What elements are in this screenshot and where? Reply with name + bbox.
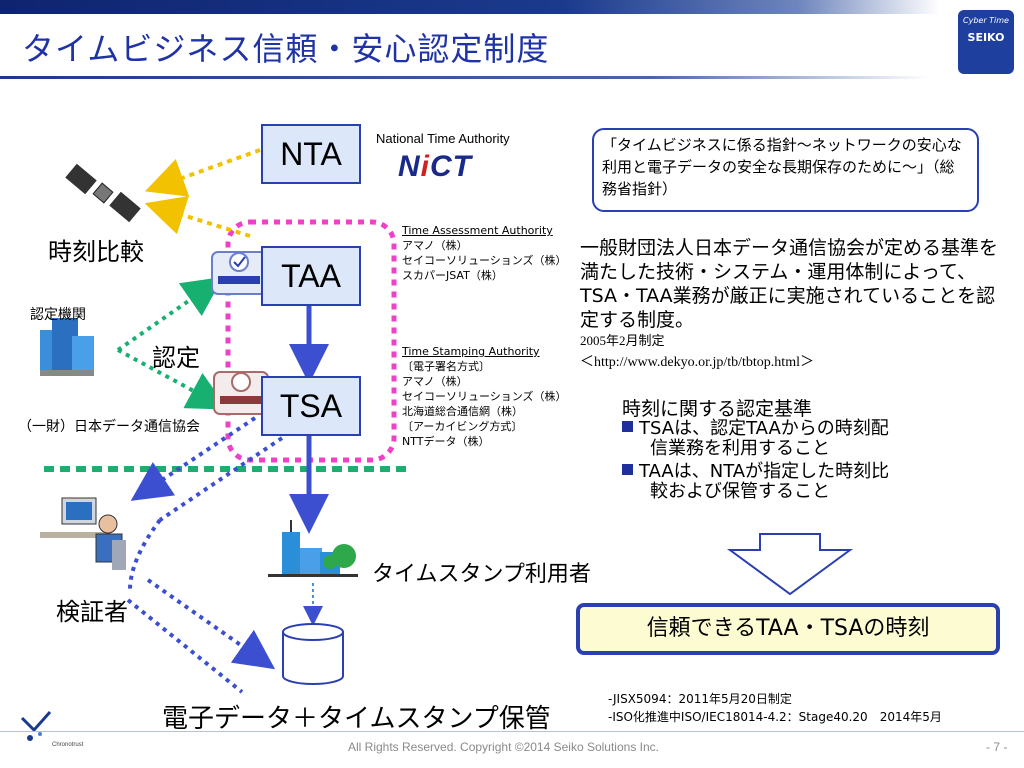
user-building-icon xyxy=(268,520,358,577)
result-down-arrow xyxy=(726,533,854,596)
reference-url[interactable]: ＜http://www.dekyo.or.jp/tb/tbtop.html＞ xyxy=(580,355,814,370)
nict-logo: NiCT xyxy=(398,150,472,184)
verifier-label: 検証者 xyxy=(56,598,128,626)
nict-logo-prefix: N xyxy=(398,150,421,183)
footer-rule xyxy=(0,731,1024,732)
bullet-square-icon xyxy=(622,421,633,432)
tsa-org: 〔アーカイビング方式〕 xyxy=(402,420,523,433)
verifier-to-storage-path xyxy=(126,598,244,694)
page-number: - 7 - xyxy=(986,740,1008,754)
criteria-bullet: TSAは、認定TAAからの時刻配 信業務を利用すること xyxy=(622,419,1002,459)
taa-org: スカパーJSAT（株） xyxy=(402,269,503,282)
standards-note: -JISX5094：2011年5月20日制定 xyxy=(608,692,792,706)
guideline-box: 「タイムビジネスに係る指針～ネットワークの安心な利用と電子データの安全な長期保存… xyxy=(592,128,979,212)
nict-label: National Time Authority xyxy=(376,131,510,146)
verifier-path-a xyxy=(158,436,284,522)
page-title: タイムビジネス信頼・安心認定制度 xyxy=(22,30,550,68)
tsa-org-list: Time Stamping Authority 〔電子署名方式〕 アマノ（株） … xyxy=(402,344,567,449)
taa-certification-badge-icon xyxy=(211,251,267,295)
tsa-certification-badge-icon xyxy=(213,371,269,415)
certification-label: 認定 xyxy=(152,344,200,372)
criteria-title: 時刻に関する認定基準 xyxy=(622,398,813,420)
taa-to-satellite-arrow xyxy=(144,196,251,238)
tsa-to-verifier-arrow xyxy=(130,416,257,501)
verifier-workstation-icon xyxy=(40,497,126,570)
taa-title: Time Assessment Authority xyxy=(402,224,553,237)
tsa-org: 北海道総合通信網（株） xyxy=(402,405,523,418)
chronotrust-logo-icon xyxy=(20,711,52,741)
verifier-to-storage-arrow xyxy=(146,578,276,670)
storage-label: 電子データ＋タイムスタンプ保管 xyxy=(162,704,551,734)
certify-taa-arrow xyxy=(116,276,224,352)
timestamp-user-label: タイムスタンプ利用者 xyxy=(372,562,591,587)
nta-box: NTA xyxy=(261,124,361,184)
certifying-body-label: 認定機関 xyxy=(30,307,86,323)
bullet-line: 較および保管すること xyxy=(650,481,830,502)
chronotrust-label: Chronotrust xyxy=(52,742,84,748)
logo-line1: Cyber Time xyxy=(963,16,1009,25)
association-label: （一財）日本データ通信協会 xyxy=(18,419,200,435)
bullet-line: 信業務を利用すること xyxy=(650,438,830,459)
system-description: 一般財団法人日本データ通信協会が定める基準を満たした技術・システム・運用体制によ… xyxy=(580,237,999,331)
certifying-building-icon xyxy=(40,318,94,376)
established-date: 2005年2月制定 xyxy=(580,333,665,348)
tsa-org: アマノ（株） xyxy=(402,375,468,388)
standards-note: -ISO化推進中ISO/IEC18014-4.2：Stage40.20 2014… xyxy=(608,710,942,724)
standards-notes: -JISX5094：2011年5月20日制定 -ISO化推進中ISO/IEC18… xyxy=(608,690,942,726)
storage-cylinder-icon xyxy=(282,623,344,685)
nict-logo-suffix: CT xyxy=(430,150,473,183)
nta-to-satellite-arrow xyxy=(144,148,261,197)
satellite-icon xyxy=(65,163,141,223)
tsa-org: セイコーソリューションズ（株） xyxy=(402,390,567,403)
tsa-org: 〔電子署名方式〕 xyxy=(402,360,490,373)
bullet-square-icon xyxy=(622,464,633,475)
taa-org: アマノ（株） xyxy=(402,239,468,252)
tsa-org: NTTデータ（株） xyxy=(402,435,490,448)
tsa-title: Time Stamping Authority xyxy=(402,345,540,358)
seiko-logo: Cyber Time SEIKO xyxy=(958,10,1014,74)
top-banner xyxy=(0,0,940,14)
certify-tsa-arrow xyxy=(117,348,229,410)
time-comparison-label: 時刻比較 xyxy=(48,238,144,266)
title-rule xyxy=(0,76,930,79)
verifier-path-a-curve xyxy=(128,518,162,591)
copyright: All Rights Reserved. Copyright ©2014 Sei… xyxy=(348,740,659,754)
taa-box: TAA xyxy=(261,246,361,306)
nict-logo-accent: i xyxy=(420,150,431,183)
bullet-line: TAAは、NTAが指定した時刻比 xyxy=(639,461,890,482)
bullet-line: TSAは、認定TAAからの時刻配 xyxy=(639,418,889,439)
tsa-box: TSA xyxy=(261,376,361,436)
taa-org: セイコーソリューションズ（株） xyxy=(402,254,567,267)
taa-org-list: Time Assessment Authority アマノ（株） セイコーソリュ… xyxy=(402,223,567,283)
logo-line2: SEIKO xyxy=(967,31,1005,44)
result-box: 信頼できるTAA・TSAの時刻 xyxy=(576,603,1000,655)
criteria-bullet: TAAは、NTAが指定した時刻比 較および保管すること xyxy=(622,462,1002,502)
